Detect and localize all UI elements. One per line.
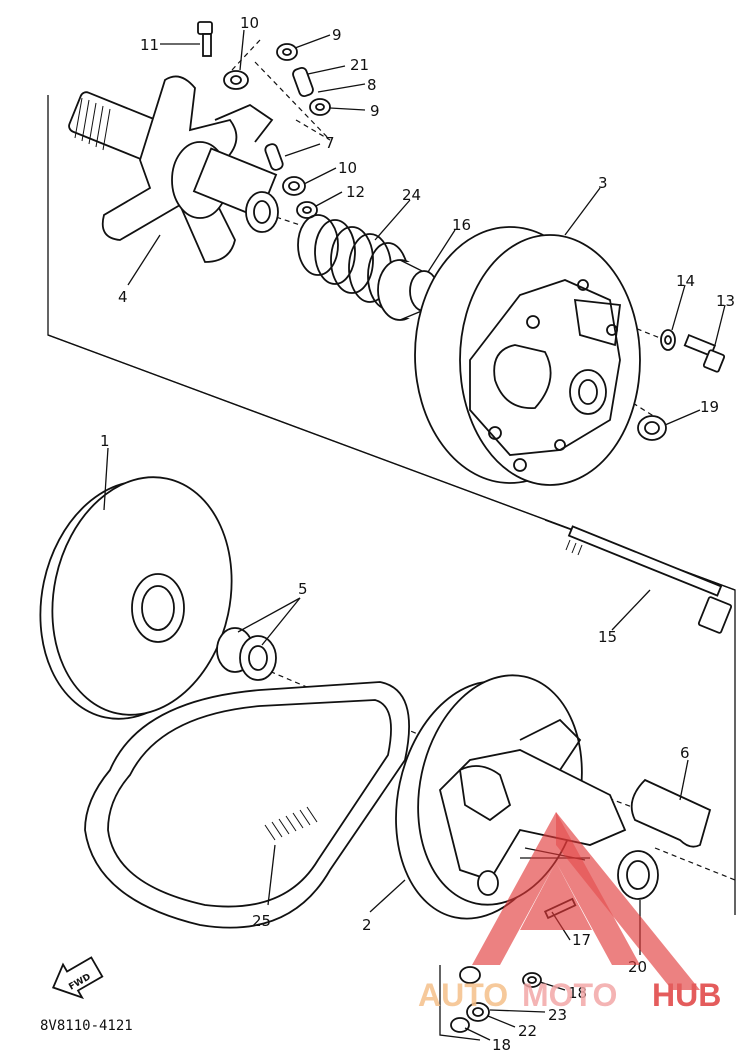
callout-14: 14: [676, 272, 695, 290]
callout-8: 8: [367, 76, 377, 94]
watermark-text-hub: HUB: [652, 977, 721, 1013]
callout-17: 17: [572, 931, 591, 949]
spider-cover: [414, 226, 641, 486]
watermark-text-auto: AUTO: [418, 977, 508, 1013]
watermark-text-moto: MOTO: [522, 977, 617, 1013]
callout-3: 3: [598, 174, 608, 192]
callout-7: 7: [325, 134, 335, 152]
callout-15: 15: [598, 628, 617, 646]
v-belt: [84, 681, 410, 929]
callout-18-right: 18: [568, 984, 587, 1002]
callout-1: 1: [100, 432, 110, 450]
fwd-arrow-icon: FWD: [52, 956, 104, 1000]
callout-13: 13: [716, 292, 735, 310]
callout-23: 23: [548, 1006, 567, 1024]
callout-9-lower: 9: [370, 102, 380, 120]
callout-10-upper: 10: [240, 14, 259, 32]
watermark-triangle: [472, 812, 640, 965]
callout-18-bottom: 18: [492, 1036, 511, 1054]
callout-9-upper: 9: [332, 26, 342, 44]
small-hardware-top: [197, 21, 331, 219]
fixed-sheave-spider: [68, 75, 279, 263]
callout-21: 21: [350, 56, 369, 74]
automotohub-watermark: AUTO MOTO HUB: [418, 812, 721, 1013]
callout-2: 2: [362, 916, 372, 934]
callout-16: 16: [452, 216, 471, 234]
callout-4: 4: [118, 288, 128, 306]
callout-5: 5: [298, 580, 308, 598]
callout-24: 24: [402, 186, 421, 204]
cover-hardware: [637, 329, 726, 441]
callout-6: 6: [680, 744, 690, 762]
callout-19: 19: [700, 398, 719, 416]
callout-25: 25: [252, 912, 271, 930]
callout-10-lower: 10: [338, 159, 357, 177]
drawing-code: 8V8110-4121: [40, 1018, 133, 1034]
callout-12: 12: [346, 183, 365, 201]
movable-sheave-disc: [39, 476, 233, 720]
callout-22: 22: [518, 1022, 537, 1040]
long-bolt: [565, 525, 733, 634]
callout-11: 11: [140, 36, 159, 54]
callout-labels: 11 10 9 21 8 9 7 10 12 24 16 3 4 14 13 1…: [100, 14, 735, 1054]
small-hardware-bottom: [450, 966, 542, 1033]
sheave-bushing: [216, 627, 277, 681]
